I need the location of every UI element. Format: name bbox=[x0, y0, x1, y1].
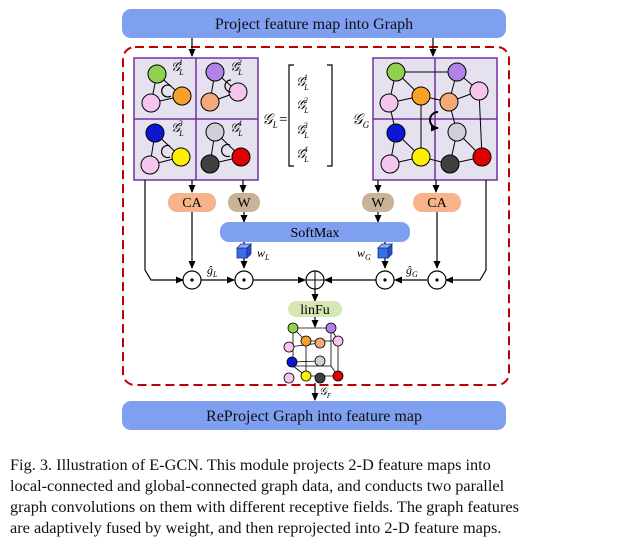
ca-block-right bbox=[413, 193, 461, 212]
node-dark bbox=[200, 154, 220, 174]
node-blue bbox=[145, 123, 165, 143]
node-orange bbox=[172, 86, 192, 106]
clockwise-arrow-icon bbox=[221, 143, 231, 158]
wl-label: wL bbox=[257, 246, 270, 262]
caption-line: are adaptively fused by weight, and then… bbox=[10, 518, 502, 537]
figure-caption: Fig. 3. Illustration of E-GCN. This modu… bbox=[10, 454, 616, 538]
ca-block-left bbox=[168, 193, 216, 212]
w-block-right bbox=[362, 193, 394, 212]
gl-equation: 𝒢L = 𝒢L1 𝒢L2 𝒢L3 𝒢L4 𝒢G bbox=[262, 64, 370, 167]
clockwise-arrow-icon bbox=[161, 84, 172, 98]
ca-block-left-label: CA bbox=[182, 196, 202, 211]
gl1-label: 𝒢L1 bbox=[171, 58, 184, 77]
svg-text:𝒢L1: 𝒢L1 bbox=[296, 73, 309, 92]
node-gray bbox=[447, 122, 467, 142]
dot-circle-icon bbox=[234, 270, 254, 290]
node-blue bbox=[386, 123, 406, 143]
fused-graph bbox=[283, 322, 344, 384]
svg-text:𝒢L4: 𝒢L4 bbox=[296, 145, 309, 164]
node-gray bbox=[205, 122, 225, 142]
svg-text:𝒢L: 𝒢L bbox=[262, 112, 278, 130]
svg-text:𝒢L3: 𝒢L3 bbox=[296, 121, 309, 140]
clockwise-arrow-icon bbox=[224, 79, 232, 93]
dot-circle-icon bbox=[375, 270, 395, 290]
project-bar-label: Project feature map into Graph bbox=[215, 16, 413, 33]
gl2-label: 𝒢L2 bbox=[230, 58, 243, 77]
w-block-right-label: W bbox=[371, 196, 385, 211]
softmax-label: SoftMax bbox=[291, 226, 340, 241]
gl4-label: 𝒢L4 bbox=[230, 119, 243, 138]
node-pink bbox=[141, 93, 161, 113]
reproject-bar bbox=[122, 401, 506, 430]
node-red bbox=[472, 147, 492, 167]
hat-gl-label: ĝL bbox=[207, 263, 218, 279]
w-block-left bbox=[228, 193, 260, 212]
node-yellow bbox=[171, 147, 191, 167]
node-green bbox=[147, 64, 167, 84]
node-purple bbox=[205, 62, 225, 82]
svg-text:=: = bbox=[279, 112, 287, 128]
clockwise-arrow-icon bbox=[429, 111, 439, 132]
node-red bbox=[231, 147, 251, 167]
node-pink bbox=[379, 93, 399, 113]
hat-gg-label: ĝG bbox=[406, 263, 418, 279]
dot-circle-icon bbox=[427, 270, 447, 290]
wg-label: wG bbox=[357, 246, 371, 262]
cube-icon bbox=[236, 243, 252, 259]
dot-circle-icon bbox=[182, 270, 202, 290]
node-pink bbox=[469, 81, 489, 101]
softmax-block bbox=[220, 222, 410, 242]
node-green bbox=[386, 62, 406, 82]
node-pink bbox=[140, 155, 160, 175]
cube-icon bbox=[377, 243, 393, 259]
global-graph-panel bbox=[372, 57, 498, 181]
caption-line: local-connected and global-connected gra… bbox=[10, 476, 505, 495]
node-salmon bbox=[439, 92, 459, 112]
linfu-block bbox=[288, 301, 342, 317]
node-pink bbox=[228, 82, 248, 102]
gl3-label: 𝒢L3 bbox=[171, 119, 184, 138]
ca-block-right-label: CA bbox=[427, 196, 447, 211]
caption-line: graph convolutions on them with differen… bbox=[10, 497, 519, 516]
svg-text:𝒢L2: 𝒢L2 bbox=[296, 96, 309, 115]
caption-line: Fig. 3. Illustration of E-GCN. This modu… bbox=[10, 455, 491, 474]
linfu-label: linFu bbox=[300, 303, 330, 318]
local-graph-panel: 𝒢L1 𝒢L2 𝒢L3 𝒢L4 bbox=[133, 57, 259, 181]
node-dark bbox=[440, 154, 460, 174]
dashed-module-frame bbox=[122, 46, 510, 386]
svg-text:𝒢G: 𝒢G bbox=[352, 112, 370, 130]
reproject-bar-label: ReProject Graph into feature map bbox=[206, 408, 422, 425]
node-pink bbox=[380, 154, 400, 174]
node-yellow bbox=[411, 147, 431, 167]
w-block-left-label: W bbox=[237, 196, 251, 211]
plus-circle-icon bbox=[305, 270, 325, 290]
node-purple bbox=[447, 62, 467, 82]
node-salmon bbox=[200, 92, 220, 112]
egcn-diagram: Project feature map into Graph bbox=[122, 9, 510, 430]
node-orange bbox=[411, 86, 431, 106]
clockwise-arrow-icon bbox=[161, 144, 171, 159]
project-bar bbox=[122, 9, 506, 38]
gf-label: 𝒢F bbox=[319, 386, 332, 400]
